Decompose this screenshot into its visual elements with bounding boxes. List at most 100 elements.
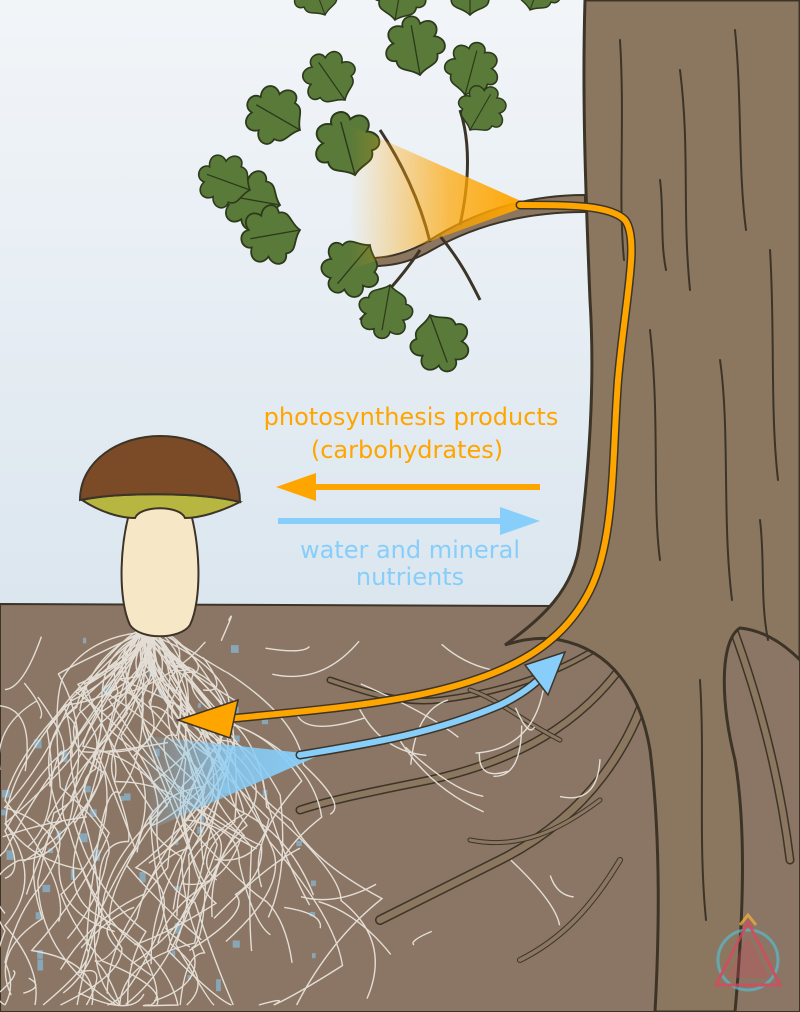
oak-leaf — [450, 0, 490, 17]
hypha — [0, 969, 16, 993]
water-speck — [197, 703, 201, 708]
mushroom-cap — [78, 434, 242, 504]
hypha — [284, 906, 321, 929]
water-speck — [124, 793, 131, 801]
hypha — [4, 629, 158, 1006]
hypha — [220, 615, 232, 642]
oak-leaf — [457, 85, 507, 131]
water-speck — [187, 975, 191, 980]
hypha — [181, 838, 242, 886]
carbs-label-line2: (carbohydrates) — [311, 436, 503, 464]
water-speck — [48, 848, 54, 853]
hypha — [157, 633, 384, 1006]
hypha — [80, 906, 135, 949]
hypha — [37, 696, 65, 765]
oak-leaf — [371, 0, 427, 22]
hypha — [272, 640, 360, 678]
hypha — [157, 628, 323, 862]
water-speck — [171, 950, 176, 956]
hypha — [405, 746, 484, 797]
hypha — [48, 751, 64, 787]
water-speck — [89, 809, 97, 817]
hypha — [4, 629, 144, 1006]
water-speck — [2, 790, 10, 798]
hypha — [510, 859, 561, 926]
bark-lines — [619, 29, 779, 921]
hypha — [202, 657, 218, 691]
water-speck — [200, 814, 205, 824]
carbs-label-line1: photosynthesis products — [264, 403, 559, 431]
hypha — [69, 632, 142, 1006]
hypha — [0, 631, 156, 914]
triangle-logo-icon — [713, 912, 783, 992]
water-glow-soil — [140, 735, 320, 830]
hypha — [23, 977, 37, 994]
oak-leaf — [292, 0, 342, 16]
hypha — [0, 705, 28, 772]
water-speck — [6, 850, 15, 860]
water-speck — [230, 645, 239, 653]
hypha — [42, 632, 153, 1006]
mushroom-stem — [120, 494, 200, 638]
water-legend-arrow — [278, 507, 540, 535]
hypha — [360, 683, 459, 738]
water-speck — [37, 950, 43, 959]
hypha — [2, 816, 88, 838]
carbs-flow-path-fill — [212, 202, 635, 723]
hypha — [0, 632, 143, 1006]
water-speck — [35, 912, 42, 920]
hypha — [265, 645, 310, 652]
hypha — [146, 633, 236, 1006]
hypha — [412, 930, 433, 946]
water-speck — [174, 923, 181, 934]
water-speck — [312, 953, 316, 959]
oak-leaf — [358, 283, 414, 340]
water-speck — [311, 880, 316, 887]
water-speck — [82, 637, 87, 644]
carbs-flow-arrowhead — [175, 698, 240, 739]
water-speck — [216, 979, 221, 992]
hypha — [175, 662, 196, 674]
water-speck — [84, 785, 91, 793]
water-label-line2: nutrients — [356, 563, 464, 591]
water-speck — [79, 833, 88, 843]
hypha — [25, 629, 149, 895]
water-speck — [296, 840, 302, 847]
water-speck — [232, 940, 240, 948]
hypha — [4, 636, 43, 691]
hypha — [107, 633, 225, 1006]
hypha — [514, 707, 536, 731]
oak-leaf — [197, 154, 252, 209]
oak-leaf — [245, 85, 302, 145]
mushroom — [78, 434, 243, 638]
oak-leaf — [513, 0, 563, 11]
water-speck — [120, 796, 124, 802]
hypha — [478, 752, 508, 775]
hypha — [56, 631, 143, 940]
hypha — [410, 699, 449, 765]
hypha — [27, 630, 143, 848]
water-flow-path-fill — [297, 665, 553, 758]
hypha — [37, 631, 155, 1006]
hypha — [158, 628, 271, 936]
water-speck — [61, 750, 68, 763]
hypha — [397, 736, 484, 813]
carbs-legend-arrow — [276, 473, 540, 501]
hypha — [72, 628, 179, 1007]
hypha — [4, 630, 154, 922]
hypha — [30, 632, 158, 1006]
hypha — [441, 643, 491, 671]
water-speck — [37, 959, 44, 971]
hypha — [475, 690, 544, 754]
oak-leaves — [197, 0, 563, 373]
hypha — [63, 706, 74, 757]
soil — [0, 598, 800, 1012]
oak-leaf — [240, 204, 302, 265]
hypha — [493, 725, 523, 778]
hypha — [144, 631, 207, 1002]
hypha — [318, 900, 392, 955]
hypha — [60, 630, 150, 1006]
oak-leaf — [385, 15, 446, 77]
